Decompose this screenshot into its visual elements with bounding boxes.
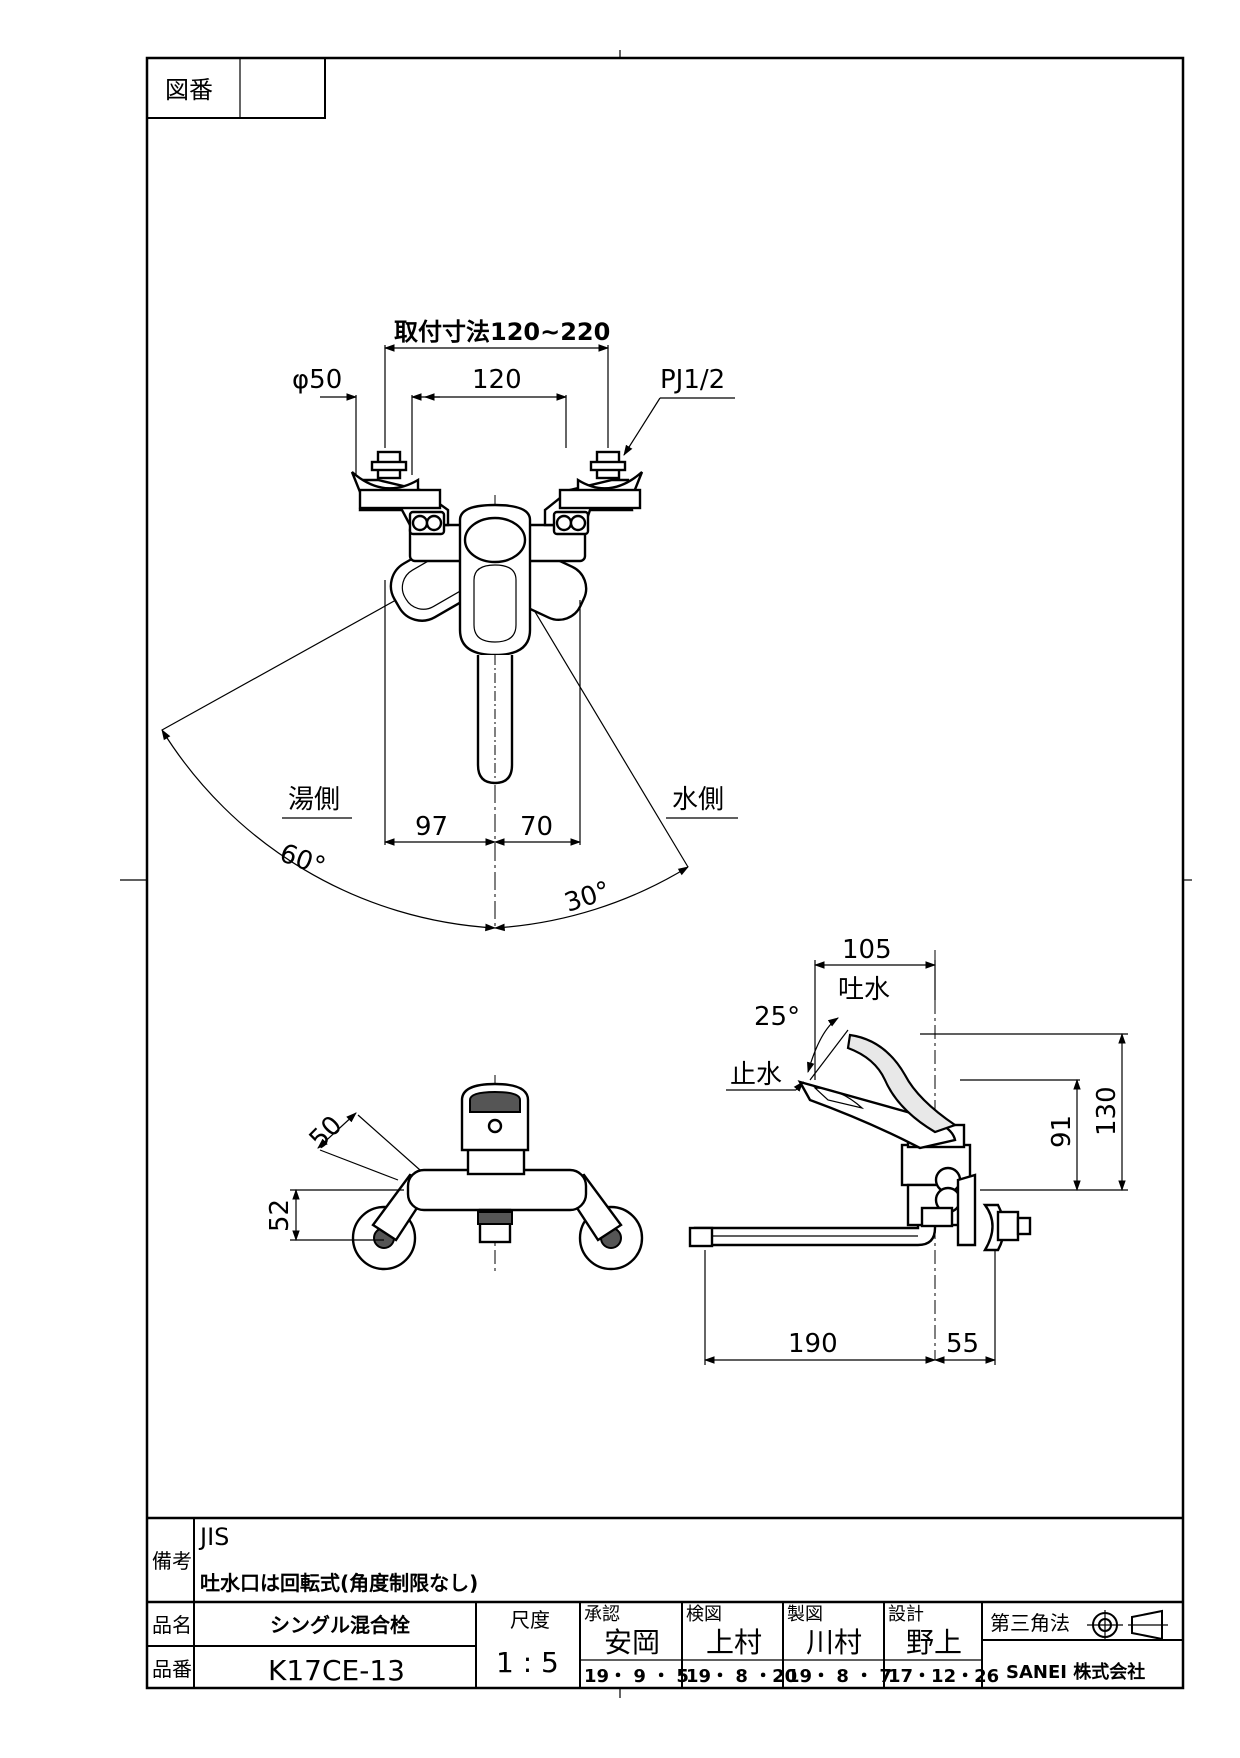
remarks-line1: JIS xyxy=(198,1523,229,1551)
dim-right-70: 70 xyxy=(520,812,553,842)
label-cold-side: 水側 xyxy=(672,785,724,815)
spout-side xyxy=(693,1216,937,1247)
approve-name: 安岡 xyxy=(604,1626,660,1659)
dim-phi50: φ50 xyxy=(292,365,342,395)
label-hot-angle: 60° xyxy=(276,838,330,882)
fitting-right xyxy=(558,450,644,510)
drawing-number-box: 図番 xyxy=(146,57,326,119)
design-date: 17・12・26 xyxy=(888,1666,999,1687)
name-label: 品名 xyxy=(152,1613,192,1637)
check-date: 19・ 8 ・20 xyxy=(686,1666,797,1687)
name-value: シングル混合栓 xyxy=(270,1613,410,1637)
title-block: 備考 JIS 吐水口は回転式(角度制限なし) 品名 シングル混合栓 品番 K17… xyxy=(147,1516,1183,1688)
third-angle-projection-icon xyxy=(1087,1609,1168,1641)
design-name: 野上 xyxy=(906,1626,962,1659)
number-label: 品番 xyxy=(152,1657,192,1681)
side-view: 25° 止水 吐水 105 91 130 190 55 xyxy=(688,935,1128,1365)
lever-raised-ghost xyxy=(846,1033,958,1134)
remarks-line2: 吐水口は回転式(角度制限なし) xyxy=(200,1571,478,1595)
front-view: 取付寸法120~220 φ50 120 PJ1/2 97 70 湯側 水側 60… xyxy=(161,318,738,932)
dim-50: 50 xyxy=(304,1110,349,1155)
label-stop: 止水 xyxy=(730,1060,782,1090)
company-name: SANEI 株式会社 xyxy=(1006,1661,1145,1683)
label-cold-angle: 30° xyxy=(561,876,614,919)
draft-label: 製図 xyxy=(787,1604,823,1625)
sheet-frame xyxy=(120,50,1192,1698)
scale-label: 尺度 xyxy=(510,1608,550,1632)
draft-name: 川村 xyxy=(806,1626,862,1659)
dim-52: 52 xyxy=(265,1199,295,1232)
number-value: K17CE-13 xyxy=(268,1654,405,1687)
check-label: 検図 xyxy=(686,1604,722,1625)
drawing-number-label: 図番 xyxy=(165,76,213,104)
bottom-view: 50 52 xyxy=(265,1075,644,1275)
approve-label: 承認 xyxy=(584,1604,620,1625)
dim-91: 91 xyxy=(1047,1115,1077,1148)
dim-spacing-120: 120 xyxy=(472,365,522,395)
check-name: 上村 xyxy=(706,1626,762,1659)
label-hot-side: 湯側 xyxy=(288,785,340,815)
nut-left xyxy=(408,510,446,536)
dim-angle-25: 25° xyxy=(754,1002,800,1032)
remarks-label: 備考 xyxy=(152,1549,192,1573)
dim-mount-range: 取付寸法120~220 xyxy=(394,318,610,346)
dim-55: 55 xyxy=(946,1329,979,1359)
dim-105: 105 xyxy=(842,935,892,965)
dim-left-97: 97 xyxy=(415,812,448,842)
dim-thread: PJ1/2 xyxy=(660,365,725,395)
approve-date: 19・ 9 ・ 5 xyxy=(584,1666,689,1687)
dim-130: 130 xyxy=(1092,1086,1122,1136)
nut-right xyxy=(552,510,590,536)
fitting-left xyxy=(350,450,442,510)
scale-value: 1 : 5 xyxy=(496,1646,559,1679)
draft-date: 19・ 8 ・ 7 xyxy=(787,1666,892,1687)
dim-190: 190 xyxy=(788,1329,838,1359)
design-label: 設計 xyxy=(888,1604,924,1625)
body-bar xyxy=(406,1168,588,1212)
projection-label: 第三角法 xyxy=(990,1611,1070,1635)
label-spout: 吐水 xyxy=(838,975,890,1005)
